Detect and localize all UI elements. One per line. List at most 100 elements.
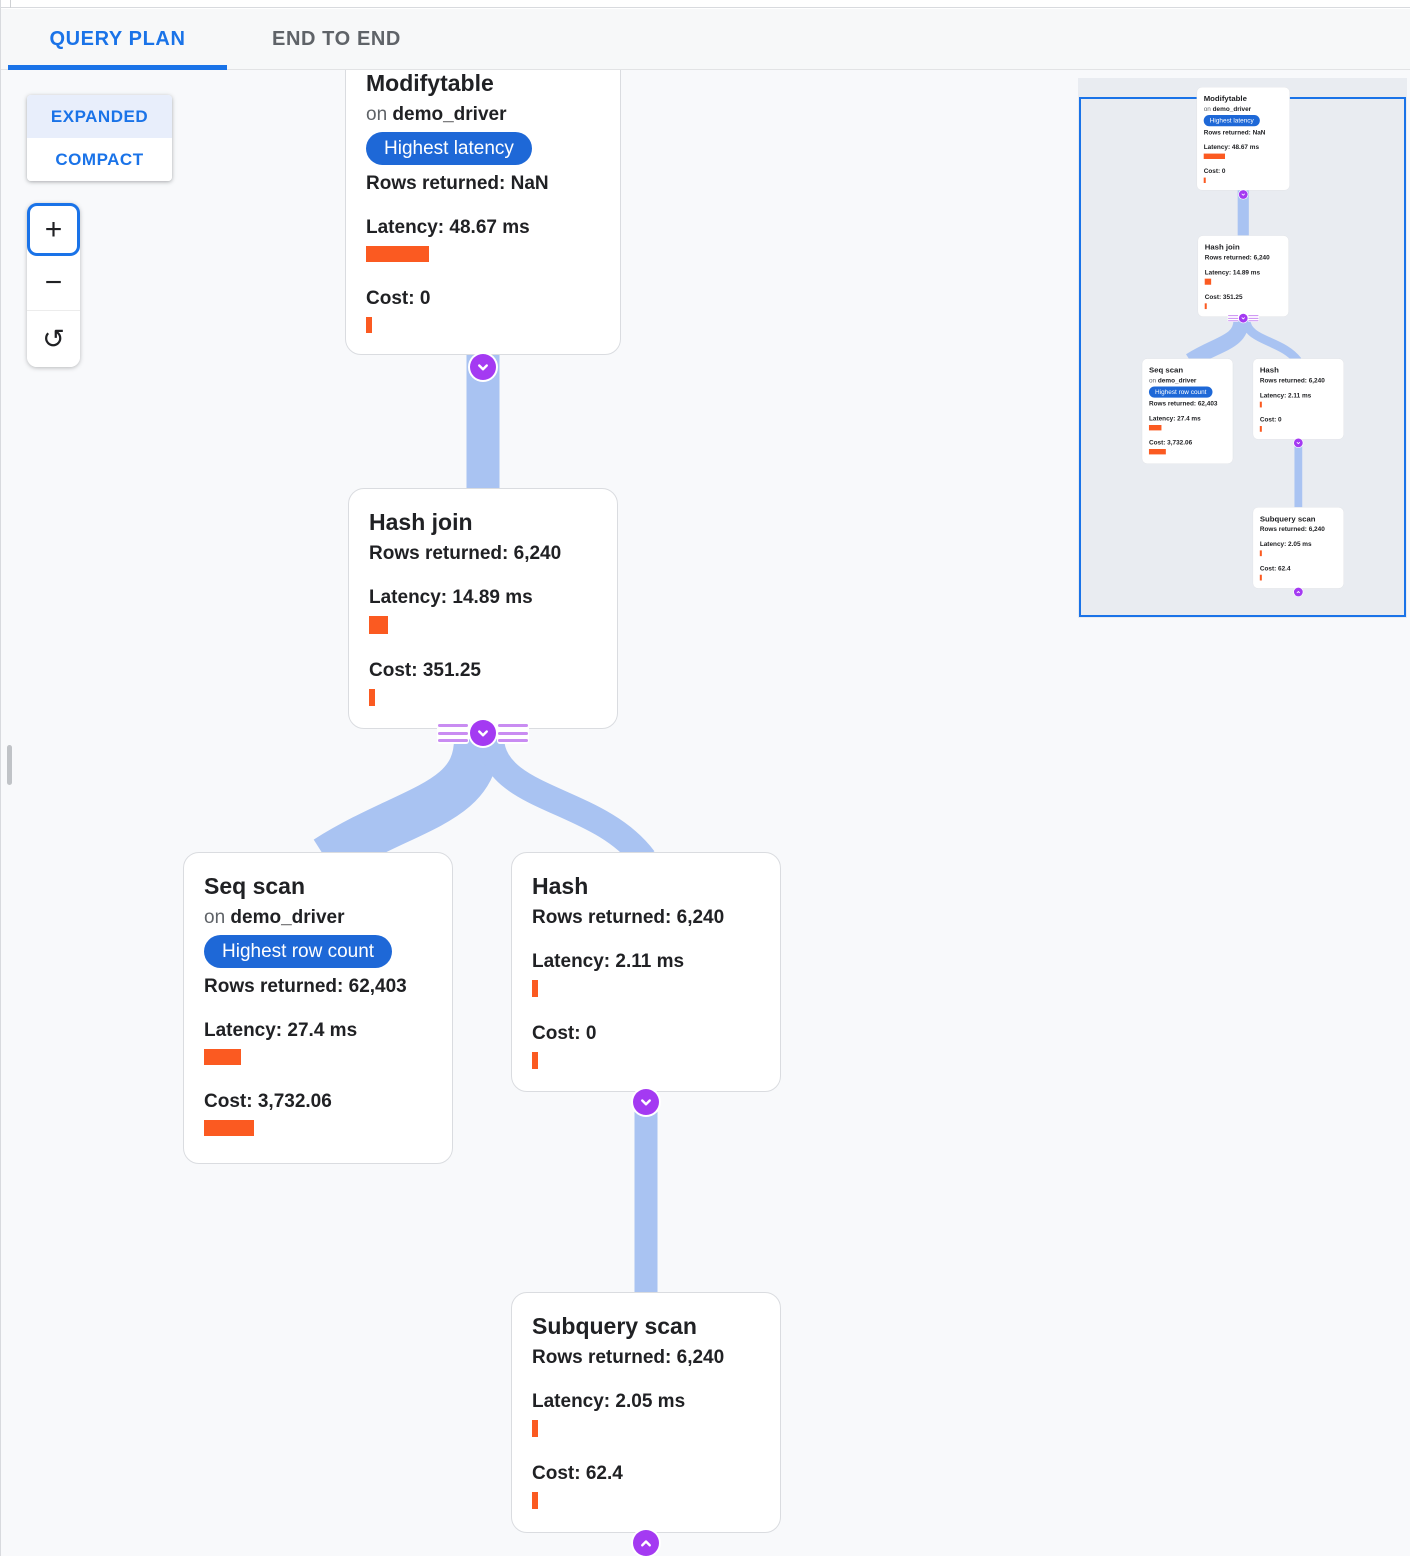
latency-line: Latency: 27.4 ms — [204, 1016, 432, 1046]
cost-line: Cost: 0 — [366, 284, 600, 314]
latency-value: 27.4 ms — [287, 1020, 358, 1041]
latency-bar — [366, 246, 429, 262]
cost-bar — [532, 1492, 538, 1509]
join-lines-right — [497, 722, 529, 744]
cost-line: Cost: 3,732.06 — [204, 1087, 432, 1117]
layout-toggle: EXPANDED COMPACT — [27, 95, 172, 181]
plan-node-hash-join[interactable]: Hash join Rows returned: 6,240 Latency: … — [348, 488, 618, 729]
expand-toggle-subquery-scan[interactable] — [633, 1530, 659, 1556]
rows-returned-line: Rows returned: 6,240 — [532, 903, 760, 933]
chevron-down-icon — [637, 1093, 655, 1111]
latency-line: Latency: 2.05 ms — [532, 1387, 760, 1417]
rows-returned-line: Rows returned: 62,403 — [204, 972, 432, 1002]
table-name: demo_driver — [392, 104, 507, 125]
collapse-toggle-modifytable[interactable] — [470, 354, 496, 380]
rows-value: NaN — [510, 173, 549, 194]
cost-label: Cost: — [532, 1463, 581, 1484]
latency-bar — [532, 980, 538, 997]
tab-bar: QUERY PLAN END TO END — [0, 9, 1410, 70]
zoom-out-button[interactable]: − — [27, 256, 80, 311]
zoom-reset-button[interactable]: ↺ — [27, 312, 80, 367]
highest-latency-badge: Highest latency — [366, 132, 532, 165]
cost-value: 351.25 — [422, 660, 481, 681]
plan-node-seq-scan[interactable]: Seq scan on demo_driver Highest row coun… — [183, 852, 453, 1164]
cost-line: Cost: 62.4 — [532, 1459, 760, 1489]
plan-node-hash[interactable]: Hash Rows returned: 6,240 Latency: 2.11 … — [511, 852, 781, 1092]
collapse-toggle-hash[interactable] — [633, 1089, 659, 1115]
top-strip-notch — [10, 0, 11, 8]
rows-value: 62,403 — [348, 976, 407, 997]
node-title: Seq scan — [204, 873, 305, 899]
cost-bar — [204, 1120, 254, 1136]
tab-end-to-end-label: END TO END — [272, 27, 401, 50]
latency-label: Latency: — [369, 587, 448, 608]
graph-canvas: Modifytable on demo_driver Highest laten… — [0, 70, 800, 1556]
chevron-up-icon — [637, 1534, 655, 1552]
latency-line: Latency: 14.89 ms — [369, 583, 597, 613]
vertical-scrollbar-thumb[interactable] — [7, 745, 12, 785]
cost-line: Cost: 0 — [532, 1019, 760, 1049]
cost-value: 3,732.06 — [257, 1091, 332, 1112]
zoom-controls: + − ↺ — [27, 203, 80, 367]
chevron-down-icon — [474, 724, 492, 742]
rotate-ccw-icon: ↺ — [42, 324, 65, 355]
plan-node-subquery-scan[interactable]: Subquery scan Rows returned: 6,240 Laten… — [511, 1292, 781, 1533]
rows-returned-line: Rows returned: NaN — [366, 169, 600, 199]
rows-label: Rows returned: — [532, 1347, 672, 1368]
zoom-in-button[interactable]: + — [27, 203, 80, 256]
top-strip — [0, 0, 1410, 8]
on-label: on — [366, 104, 388, 125]
cost-line: Cost: 351.25 — [369, 656, 597, 686]
minimap[interactable]: Modifytable on demo_driver Highest laten… — [1078, 78, 1407, 618]
node-title: Hash join — [369, 509, 473, 535]
latency-bar — [369, 616, 388, 634]
plan-node-modifytable[interactable]: Modifytable on demo_driver Highest laten… — [345, 70, 621, 355]
latency-line: Latency: 2.11 ms — [532, 947, 760, 977]
cost-label: Cost: — [369, 660, 418, 681]
cost-label: Cost: — [532, 1023, 581, 1044]
cost-value: 62.4 — [585, 1463, 623, 1484]
rows-label: Rows returned: — [532, 907, 672, 928]
table-name: demo_driver — [230, 907, 345, 928]
cost-bar — [369, 689, 375, 706]
rows-label: Rows returned: — [369, 543, 509, 564]
left-panel-divider — [0, 0, 1, 1556]
node-title: Modifytable — [366, 70, 494, 96]
compact-label: COMPACT — [55, 149, 144, 169]
latency-value: 48.67 ms — [449, 217, 530, 238]
node-table-line: on demo_driver — [366, 100, 600, 130]
latency-label: Latency: — [532, 1391, 611, 1412]
cost-bar — [532, 1052, 538, 1069]
join-lines-left — [437, 722, 469, 744]
latency-label: Latency: — [204, 1020, 283, 1041]
latency-bar — [532, 1420, 538, 1437]
rows-value: 6,240 — [513, 543, 562, 564]
rows-value: 6,240 — [676, 1347, 725, 1368]
collapse-toggle-hash-join[interactable] — [470, 720, 496, 746]
rows-label: Rows returned: — [204, 976, 344, 997]
layout-option-expanded[interactable]: EXPANDED — [27, 95, 172, 138]
plus-icon: + — [44, 212, 63, 246]
tab-end-to-end[interactable]: END TO END — [227, 9, 446, 69]
latency-label: Latency: — [532, 951, 611, 972]
latency-line: Latency: 48.67 ms — [366, 213, 600, 243]
rows-returned-line: Rows returned: 6,240 — [532, 1343, 760, 1373]
cost-label: Cost: — [366, 288, 415, 309]
on-label: on — [204, 907, 226, 928]
cost-label: Cost: — [204, 1091, 253, 1112]
minus-icon: − — [44, 266, 63, 299]
latency-label: Latency: — [366, 217, 445, 238]
chevron-down-icon — [474, 358, 492, 376]
rows-value: 6,240 — [676, 907, 725, 928]
latency-value: 2.05 ms — [615, 1391, 686, 1412]
minimap-viewport[interactable] — [1079, 97, 1406, 617]
node-table-line: on demo_driver — [204, 903, 432, 933]
node-title: Hash — [532, 873, 589, 899]
layout-option-compact[interactable]: COMPACT — [27, 138, 172, 181]
latency-value: 14.89 ms — [452, 587, 533, 608]
rows-label: Rows returned: — [366, 173, 506, 194]
tab-query-plan[interactable]: QUERY PLAN — [8, 9, 227, 70]
latency-bar — [204, 1049, 241, 1065]
cost-bar — [366, 317, 372, 333]
node-title: Subquery scan — [532, 1313, 697, 1339]
